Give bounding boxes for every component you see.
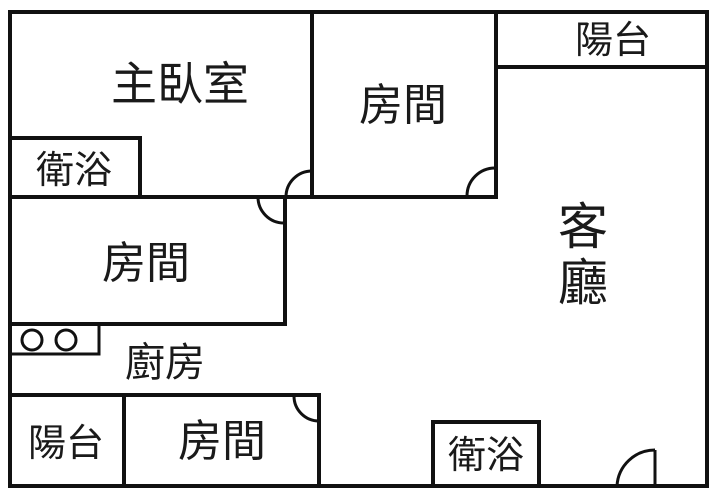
living-room-label-line2: 廳 (558, 254, 608, 312)
bedroom-middle-left-label: 房間 (102, 238, 190, 289)
master-bedroom-label: 主臥室 (111, 57, 249, 111)
master-bathroom-label: 衛浴 (36, 148, 112, 192)
bedroom-top-middle-label: 房間 (359, 80, 447, 131)
stove-burner-icon (54, 328, 78, 352)
door-swing-icon (256, 196, 285, 225)
stove-counter (8, 322, 101, 356)
bottom-rooms-wall (8, 393, 321, 488)
door-swing-icon (284, 169, 313, 198)
outer-wall (8, 10, 709, 488)
door-swing-icon (292, 395, 320, 423)
balcony-top-right-label: 陽台 (575, 18, 651, 62)
bathroom-bottom-wall (431, 420, 541, 488)
bedroom-bottom-label: 房間 (178, 416, 266, 467)
living-room-label-line1: 客 (558, 198, 608, 256)
bedroom-top-middle-wall (310, 10, 498, 199)
bathroom-bottom-label: 衛浴 (448, 433, 524, 477)
kitchen-label: 廚房 (125, 340, 205, 386)
door-swing-icon (615, 448, 656, 487)
door-swing-icon (465, 166, 496, 197)
balcony-bottom-left-label: 陽台 (28, 421, 104, 465)
bedroom-middle-left-wall (8, 195, 287, 326)
stove-burner-icon (20, 328, 44, 352)
